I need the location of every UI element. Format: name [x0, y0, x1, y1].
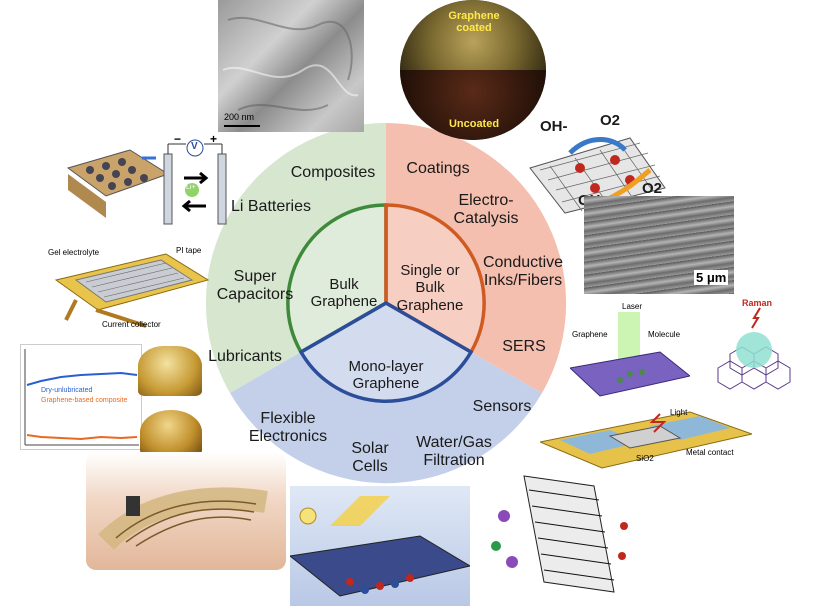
label-water-gas-filtration: Water/Gas Filtration	[416, 434, 492, 470]
bulk-ring	[286, 203, 388, 355]
wear-sphere-top	[138, 346, 202, 396]
raman-label: Raman	[742, 298, 773, 308]
label-sensors: Sensors	[472, 398, 532, 415]
sensor-image: Light SiO2 Metal contact	[538, 408, 754, 478]
solar-cell-image	[288, 486, 472, 606]
label-composites: Composites	[290, 164, 376, 181]
label-electro-catalysis: Electro-Catalysis	[453, 192, 519, 228]
fiber-scale-label: 5 μm	[694, 270, 729, 285]
tem-image: 200 nm	[218, 0, 364, 132]
raman-illustration	[717, 307, 791, 390]
label-sers: SERS	[502, 338, 546, 355]
wear-sphere-bottom	[140, 410, 202, 454]
inner-label-mono-layer: Mono-layer Graphene	[348, 358, 424, 393]
battery-voltage-label: V	[191, 141, 198, 152]
legend-dry: Dry-unlubricated	[41, 387, 93, 394]
sensor-light-label: Light	[670, 408, 688, 417]
sers-molecule-label: Molecule	[648, 330, 681, 339]
legend-composite: Graphene-based composite	[41, 397, 128, 404]
coin-coated-half	[400, 0, 546, 70]
battery-illustration	[66, 139, 227, 225]
membrane-illustration	[491, 475, 628, 593]
single-sector	[386, 122, 567, 393]
label-li-batteries: Li Batteries	[230, 198, 312, 215]
fiber-sem-image: 5 μm	[584, 196, 734, 294]
supercap-tape-label: PI tape	[176, 246, 202, 255]
solar-illustration	[288, 496, 472, 597]
flexible-electronics-image	[86, 452, 286, 570]
label-lubricants: Lubricants	[208, 348, 282, 365]
raman-image: Raman	[698, 298, 810, 406]
tribology-image: Dry-unlubricated Graphene-based composit…	[20, 344, 142, 450]
coin-uncoated-half	[400, 70, 546, 140]
battery-minus-label: −	[174, 132, 182, 146]
label-flexible-electronics: Flexible Electronics	[248, 410, 328, 446]
catalysis-illustration	[529, 137, 666, 214]
catalysis-oh-top: OH-	[540, 118, 568, 135]
coin-image: Graphene coated Uncoated	[400, 0, 546, 140]
coin-uncoated-label: Uncoated	[448, 118, 500, 130]
label-conductive-inks: Conductive Inks/Fibers	[482, 254, 564, 290]
catalysis-o2-bottom: O2	[642, 180, 663, 197]
mono-ring	[298, 300, 474, 403]
supercap-image: Gel electrolyte PI tape Current collecto…	[36, 240, 222, 332]
sers-laser-label: Laser	[622, 302, 643, 311]
tem-texture	[222, 17, 359, 127]
supercap-gel-label: Gel electrolyte	[48, 248, 100, 257]
sers-image: Laser Graphene Molecule	[568, 302, 692, 402]
flexible-circuit	[98, 487, 268, 551]
catalysis-o2-top: O2	[600, 112, 621, 129]
sensor-metal-label: Metal contact	[686, 448, 734, 457]
filtration-image	[484, 466, 634, 602]
coin-coated-label: Graphene coated	[448, 10, 500, 35]
supercap-collector-label: Current collector	[102, 320, 161, 329]
label-solar-cells: Solar Cells	[351, 440, 389, 476]
supercap-illustration	[54, 253, 210, 328]
battery-image: V − + Li+	[60, 132, 238, 228]
friction-plot	[24, 349, 139, 446]
sers-graphene-label: Graphene	[572, 330, 608, 339]
bulk-sector	[205, 122, 386, 393]
tem-scale-label: 200 nm	[224, 112, 255, 122]
sensor-illustration	[538, 411, 754, 469]
sensor-sio2-label: SiO2	[636, 454, 654, 463]
battery-ion-label: Li+	[186, 184, 196, 191]
label-coatings: Coatings	[406, 160, 470, 177]
sers-laser-illustration	[568, 312, 692, 397]
battery-plus-label: +	[210, 132, 218, 146]
label-super-capacitors: Super Capacitors	[216, 268, 294, 304]
single-ring	[384, 203, 486, 355]
inner-label-single-or-bulk: Single or Bulk Graphene	[396, 262, 464, 314]
inner-label-bulk: Bulk Graphene	[310, 276, 378, 311]
